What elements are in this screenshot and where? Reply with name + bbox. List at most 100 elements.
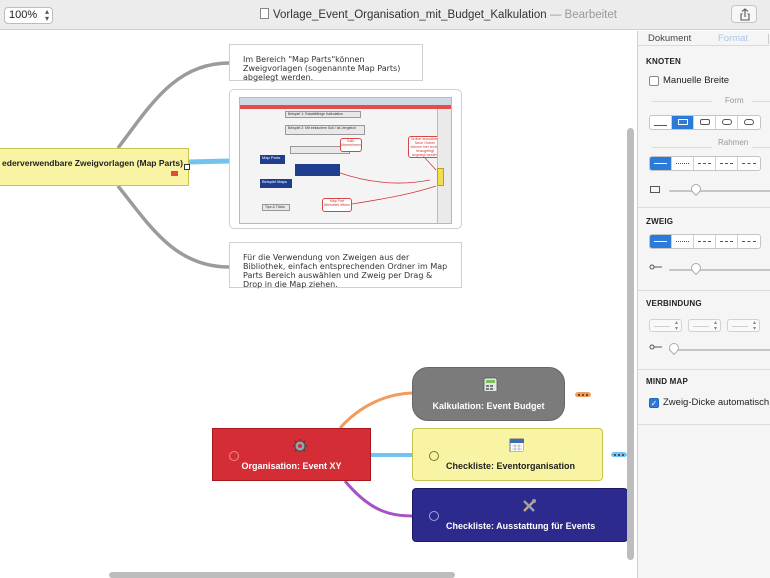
section-verbindung: VERBINDUNG [646, 299, 702, 308]
zweig-dicke-label: Zweig-Dicke automatisch [663, 397, 770, 408]
divider [638, 290, 770, 291]
branch-width-icon [649, 264, 662, 270]
rahmen-label: Rahmen [718, 138, 749, 147]
branch-dashed-option[interactable] [694, 235, 716, 248]
screenshot-image: Beispiel 1: Rabattfähige Kalkulation Bei… [239, 97, 452, 224]
screenshot-arrows [339, 157, 437, 205]
tab-format[interactable]: Format [718, 33, 749, 44]
shape-line-option[interactable] [650, 116, 672, 129]
zoom-select[interactable]: 100% ▴▾ [4, 7, 53, 24]
callout-drag-drop-info[interactable]: Für die Verwendung von Zweigen aus der B… [229, 242, 462, 289]
pill-shape-icon [722, 119, 732, 125]
branch-long-dash-option[interactable] [738, 235, 760, 248]
gear-icon [293, 439, 307, 452]
share-button[interactable] [731, 5, 757, 23]
resize-handle[interactable] [184, 164, 190, 170]
border-width-slider-thumb[interactable] [688, 181, 704, 197]
divider [638, 207, 770, 208]
window-title: Vorlage_Event_Organisation_mit_Budget_Ka… [260, 8, 617, 21]
divider [638, 369, 770, 370]
section-mind-map: MIND MAP [646, 377, 689, 386]
separator: — [549, 9, 562, 21]
branch-solid-option[interactable] [650, 235, 672, 248]
screenshot-box-1: Beispiel 1: Rabattfähige Kalkulation [285, 111, 361, 118]
shape-rounded-option[interactable] [694, 116, 716, 129]
divider [652, 147, 712, 148]
note-icon [171, 171, 178, 176]
border-dashdot-option[interactable] [716, 157, 738, 170]
connection-style-select[interactable]: ▴▾ [688, 319, 721, 332]
mindmap-canvas[interactable]: ederverwendbare Zweigvorlagen (Map Parts… [0, 31, 628, 578]
topic-checkliste-event[interactable]: Checkliste: Eventorganisation [412, 428, 603, 481]
divider [752, 147, 770, 148]
tab-dokument[interactable]: Dokument [648, 33, 692, 44]
callout-map-parts-info[interactable]: Im Bereich "Map Parts"können Zweigvorlag… [229, 44, 423, 82]
title-bar: 100% ▴▾ Vorlage_Event_Organisation_mit_B… [0, 0, 770, 30]
screenshot-beispiel-maps: Beispiel Maps [260, 179, 292, 188]
connection-width-slider[interactable] [669, 349, 770, 351]
branch-width-slider-thumb[interactable] [688, 260, 704, 276]
long-dash-line-icon [742, 163, 756, 164]
collapse-dots-orange[interactable] [575, 392, 591, 397]
connection-start-select[interactable]: ▴▾ [649, 319, 682, 332]
dashed-line-icon [698, 163, 711, 164]
tools-icon [523, 499, 536, 512]
line-shape-icon [654, 125, 667, 126]
topic-checkliste-ausstattung[interactable]: Checkliste: Ausstattung für Events [412, 488, 628, 542]
border-long-dash-option[interactable] [738, 157, 760, 170]
manuelle-breite-checkbox[interactable] [649, 76, 659, 86]
horizontal-scrollbar[interactable] [109, 572, 455, 578]
topic-kalkulation-label: Kalkulation: Event Budget [432, 401, 545, 411]
branch-style-selector[interactable] [649, 234, 761, 249]
divider [652, 101, 712, 102]
topic-organisation[interactable]: Organisation: Event XY [212, 428, 371, 481]
zweig-dicke-checkbox[interactable]: ✓ [649, 398, 659, 408]
topic-map-parts-label: ederverwendbare Zweigvorlagen (Map Parts… [2, 158, 183, 168]
topic-organisation-label: Organisation: Event XY [241, 461, 342, 471]
connection-width-slider-thumb[interactable] [666, 340, 682, 356]
branch-dashdot-option[interactable] [716, 235, 738, 248]
vertical-scrollbar[interactable] [627, 128, 634, 560]
border-solid-option[interactable] [650, 157, 672, 170]
document-name: Vorlage_Event_Organisation_mit_Budget_Ka… [273, 9, 547, 21]
connection-width-icon [649, 344, 662, 350]
topic-kalkulation[interactable]: Kalkulation: Event Budget [412, 367, 565, 421]
border-width-icon [650, 186, 660, 193]
screenshot-box-2: Beispiel 2: Mit einfachem Soll / Ist-Ver… [285, 125, 365, 135]
cloud-shape-icon [744, 119, 754, 125]
stepper-icon: ▴▾ [752, 320, 756, 332]
border-style-selector[interactable] [649, 156, 761, 171]
task-progress-icon[interactable] [429, 511, 439, 521]
task-progress-icon[interactable] [429, 451, 439, 461]
divider [638, 424, 770, 425]
stepper-icon: ▴▾ [674, 320, 678, 332]
topic-map-parts[interactable]: ederverwendbare Zweigvorlagen (Map Parts… [0, 148, 189, 186]
collapse-dots-blue[interactable] [611, 452, 627, 457]
screenshot-ribbon [240, 105, 451, 109]
task-progress-icon[interactable] [229, 451, 239, 461]
format-inspector: Dokument Format KNOTEN Manuelle Breite F… [637, 31, 770, 578]
document-icon [260, 8, 269, 19]
shape-cloud-option[interactable] [738, 116, 760, 129]
embedded-screenshot[interactable]: Beispiel 1: Rabattfähige Kalkulation Bei… [229, 89, 462, 229]
shape-rect-option[interactable] [672, 116, 694, 129]
topic-checkliste-event-label: Checkliste: Eventorganisation [446, 461, 576, 471]
screenshot-callout-3: Map Part Bibliothek öffnen [322, 198, 352, 212]
stepper-icon: ▴▾ [44, 7, 49, 23]
callout-map-parts-text: Im Bereich "Map Parts"können Zweigvorlag… [243, 55, 401, 82]
topic-checkliste-ausstattung-label: Checkliste: Ausstattung für Events [446, 521, 596, 531]
branch-width-slider[interactable] [669, 269, 770, 271]
rounded-rect-shape-icon [700, 119, 710, 125]
shape-selector[interactable] [649, 115, 761, 130]
branch-links [116, 61, 413, 518]
edited-status: Bearbeitet [564, 9, 617, 21]
border-width-slider[interactable] [669, 190, 770, 192]
shape-pill-option[interactable] [716, 116, 738, 129]
border-dashed-option[interactable] [694, 157, 716, 170]
manuelle-breite-label: Manuelle Breite [663, 75, 730, 86]
share-icon [740, 8, 750, 21]
connection-end-select[interactable]: ▴▾ [727, 319, 760, 332]
border-dotted-option[interactable] [672, 157, 694, 170]
branch-dotted-option[interactable] [672, 235, 694, 248]
calendar-icon [509, 438, 524, 452]
